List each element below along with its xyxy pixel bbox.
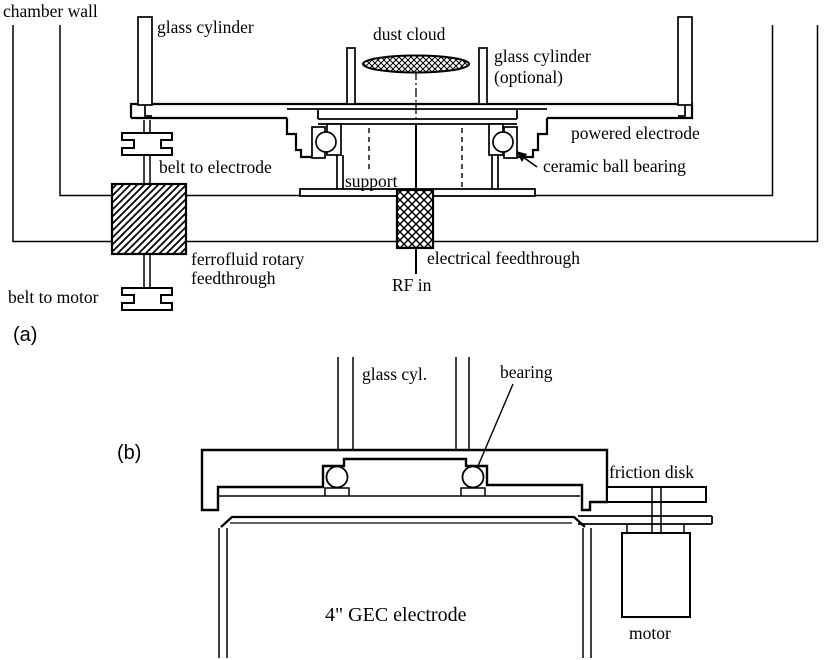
bearing-leader-line: [477, 383, 514, 467]
label-glass-cyl: glass cyl.: [362, 364, 427, 384]
label-ceramic-ball-bearing: ceramic ball bearing: [543, 156, 686, 176]
bearing-arrow-line: [522, 156, 538, 168]
panel-a-chamber-schematic: [12, 16, 819, 311]
label-dust-cloud: dust cloud: [373, 24, 446, 44]
electrode-plate-outline: [129, 102, 694, 120]
electrode-boss: [317, 109, 518, 125]
dust-cloud-ellipse: [362, 54, 470, 74]
label-belt-to-electrode: belt to electrode: [159, 157, 272, 177]
label-glass-cylinder: glass cylinder: [157, 17, 254, 37]
panel-b-gec-electrode-schematic: [200, 357, 713, 658]
glass-cylinder-b: [337, 357, 470, 450]
motor-body: [621, 532, 691, 618]
bearing-ball-right: [492, 131, 514, 153]
electrical-feedthrough-box: [395, 188, 435, 250]
label-motor: motor: [629, 623, 671, 643]
motor-bracket-arm: [578, 515, 713, 525]
panel-b-tag: (b): [117, 442, 141, 464]
label-glass-cylinder-optional-2: (optional): [494, 67, 563, 87]
glass-cylinder-right: [677, 16, 693, 106]
label-chamber-wall: chamber wall: [3, 1, 98, 21]
electrode-skirt-right: [504, 118, 549, 159]
bearing-ball-b-left: [325, 465, 349, 489]
label-friction-disk: friction disk: [609, 462, 694, 482]
pulley-belt-to-motor: [121, 287, 173, 311]
label-belt-to-motor: belt to motor: [8, 287, 99, 307]
bearing-ball-b-right: [461, 465, 485, 489]
glass-cylinder-feet: [144, 105, 686, 117]
bearing-pedestals: [324, 487, 486, 496]
gec-electrode-walls: [218, 528, 592, 658]
label-ferrofluid-2: feedthrough: [191, 268, 276, 288]
label-powered-electrode: powered electrode: [571, 123, 700, 143]
label-ferrofluid-1: ferrofluid rotary: [191, 249, 304, 269]
bearing-arrow-head: [516, 151, 527, 162]
ferrofluid-feedthrough-box: [110, 182, 188, 256]
label-rf-in: RF in: [392, 275, 432, 295]
label-glass-cylinder-optional-1: glass cylinder: [494, 46, 591, 66]
labels-panel-a: chamber wall glass cylinder dust cloud g…: [3, 1, 700, 346]
panel-a-tag: (a): [13, 324, 37, 346]
label-gec-electrode: 4" GEC electrode: [325, 604, 467, 626]
motor-mount-tabs: [626, 524, 685, 533]
labels-panel-b: glass cyl. bearing friction disk (b) 4" …: [117, 362, 694, 643]
glass-cylinder-left: [137, 16, 153, 106]
glass-cylinder-optional-left: [346, 47, 356, 105]
bearing-ball-left: [315, 131, 337, 153]
label-electrical-feedthrough: electrical feedthrough: [427, 248, 580, 268]
pulley-belt-to-electrode: [121, 132, 173, 156]
support-legs: [336, 155, 499, 189]
support-hidden-edges: [368, 128, 463, 189]
label-bearing: bearing: [500, 362, 553, 382]
support-label-backdrop: [344, 173, 407, 188]
friction-disk: [606, 486, 707, 503]
rotating-plate-outline: [200, 448, 609, 512]
electrode-skirt-left: [285, 118, 326, 159]
glass-cylinder-optional-right: [478, 47, 488, 105]
motor-shaft: [651, 487, 662, 533]
label-support: support: [345, 171, 398, 191]
gec-electrode-top: [220, 515, 586, 528]
ceramic-bearing-races: [311, 123, 518, 159]
